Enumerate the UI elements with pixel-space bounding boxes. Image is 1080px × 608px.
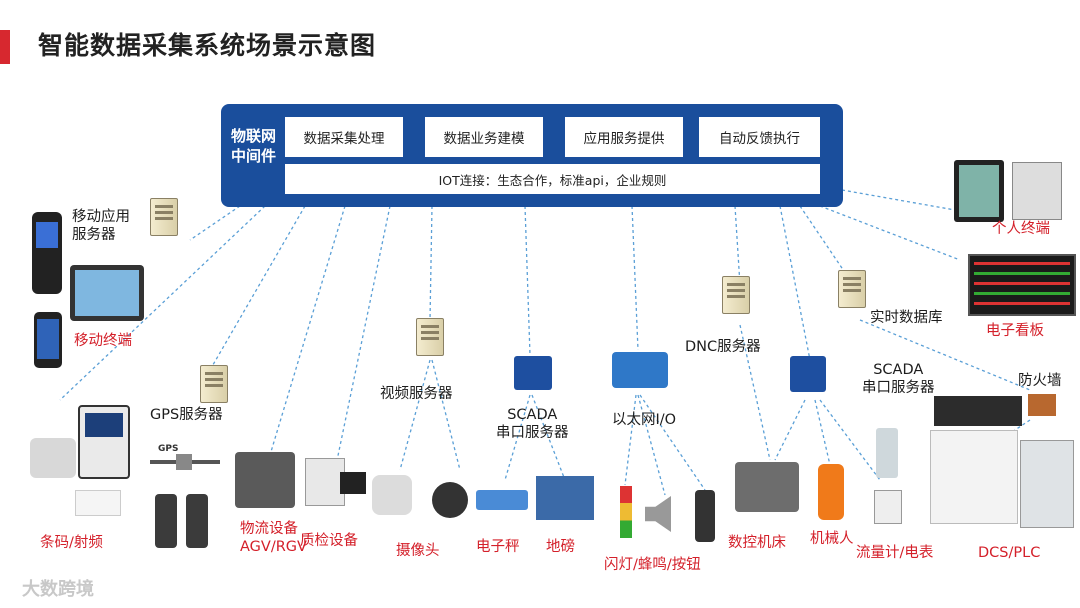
module-data-collection: 数据采集处理 — [285, 117, 403, 157]
cnc-machine-icon — [735, 462, 799, 512]
gps-handheld-icon-1 — [155, 494, 177, 548]
link-alarm2 — [637, 394, 666, 496]
gps-satellite-icon: GPS — [150, 444, 220, 474]
gps-handheld-icon-2 — [186, 494, 208, 548]
link-gps — [209, 205, 306, 371]
tablet-icon — [70, 265, 144, 321]
barcode-scanner-icon — [30, 438, 76, 478]
quality-monitor-icon — [340, 472, 366, 494]
middleware-label-line1: 物联网 — [231, 127, 277, 145]
mobile-server-icon — [150, 198, 178, 236]
ethernet-io-label: 以太网I/O — [612, 412, 677, 428]
video-server-icon — [416, 318, 444, 356]
link-alarm1 — [624, 394, 637, 486]
agv-icon — [235, 452, 295, 508]
dnc-server-label: DNC服务器 — [685, 339, 761, 355]
link-barcode — [59, 205, 266, 401]
plc-rack-icon — [934, 396, 1022, 426]
link-scale — [504, 394, 531, 481]
iot-middleware-panel: 物联网 中间件 数据采集处理 数据业务建模 应用服务提供 自动反馈执行 IOT连… — [221, 104, 843, 207]
electric-meter-icon — [874, 490, 902, 524]
alarm-label: 闪灯/蜂鸣/按钮 — [604, 557, 701, 573]
title-accent-bar — [0, 30, 10, 64]
realtime-db-label: 实时数据库 — [870, 310, 943, 326]
flowmeter-icon — [876, 428, 898, 478]
camera-icon-2 — [432, 482, 468, 518]
link-cnc — [739, 324, 771, 461]
quality-label: 质检设备 — [300, 533, 358, 549]
module-app-service: 应用服务提供 — [565, 117, 683, 157]
weighbridge-icon — [536, 476, 594, 520]
button-box-icon — [695, 490, 715, 542]
link-video-server — [429, 205, 433, 321]
link-firewall — [859, 319, 1031, 391]
scada-serial-server-icon-2 — [790, 356, 826, 392]
middleware-label-line2: 中间件 — [231, 147, 277, 165]
link-ethernet-io — [631, 205, 639, 351]
ethernet-io-icon — [612, 352, 668, 388]
flowmeter-label: 流量计/电表 — [856, 545, 934, 561]
industrial-monitor-icon — [954, 160, 1004, 222]
gps-server-icon — [200, 365, 228, 403]
quality-instrument-icon — [305, 458, 345, 506]
link-quality — [334, 205, 391, 471]
signal-tower-light-icon — [620, 486, 632, 538]
gps-text: GPS — [158, 444, 179, 454]
link-robot — [814, 399, 831, 466]
realtime-db-server-icon — [838, 270, 866, 308]
link-rtdb — [799, 205, 851, 281]
page-title: 智能数据采集系统场景示意图 — [38, 31, 377, 60]
e-scale-label: 电子秤 — [476, 539, 520, 555]
link-scada1 — [524, 205, 531, 356]
iot-connection-bar: IOT连接：生态合作，标准api，企业规则 — [285, 164, 820, 194]
link-board — [819, 205, 961, 261]
firewall-label: 防火墙 — [1018, 373, 1062, 389]
link-scada2 — [779, 205, 811, 361]
plc-wiring-icon — [930, 430, 1018, 524]
link-personal — [841, 189, 956, 211]
camera-label: 摄像头 — [396, 543, 440, 559]
video-server-label: 视频服务器 — [380, 386, 453, 402]
robot-arm-icon — [818, 464, 844, 520]
link-logistics — [269, 205, 346, 456]
board-label: 电子看板 — [986, 323, 1044, 339]
weighbridge-label: 地磅 — [546, 539, 575, 555]
mobile-server-label: 移动应用服务器 — [72, 209, 130, 243]
cnc-label: 数控机床 — [728, 535, 786, 551]
barcode-label: 条码/射频 — [40, 535, 103, 551]
mobile-terminal-label: 移动终端 — [74, 333, 132, 349]
scada-serial-server-icon-1 — [514, 356, 552, 390]
middleware-label: 物联网 中间件 — [231, 126, 287, 166]
camera-icon-1 — [372, 475, 412, 515]
control-cabinet-icon — [1020, 440, 1074, 528]
dnc-server-icon — [722, 276, 750, 314]
desktop-pc-icon — [1012, 162, 1062, 220]
link-alarm3 — [639, 394, 706, 491]
link-camera — [399, 359, 431, 471]
link-flow — [819, 399, 881, 481]
handheld-terminal-icon — [32, 212, 62, 294]
rfid-reader-icon — [78, 405, 130, 479]
link-dnc — [734, 205, 741, 286]
dcs-label: DCS/PLC — [978, 545, 1041, 561]
personal-terminal-label: 个人终端 — [992, 221, 1050, 237]
module-auto-feedback: 自动反馈执行 — [699, 117, 820, 157]
rfid-card-icon — [75, 490, 121, 516]
link-mobile-server — [189, 205, 241, 241]
link-cnc2 — [774, 399, 806, 461]
module-business-modeling: 数据业务建模 — [425, 117, 543, 157]
phone-icon — [34, 312, 62, 368]
link-camera2 — [431, 359, 461, 471]
gps-server-label: GPS服务器 — [150, 407, 223, 423]
electronic-scale-icon — [476, 490, 528, 510]
electronic-board-icon — [968, 254, 1076, 316]
robot-label: 机械人 — [810, 531, 854, 547]
watermark-logo: 大数跨境 — [22, 579, 94, 600]
firewall-icon — [1028, 394, 1056, 416]
